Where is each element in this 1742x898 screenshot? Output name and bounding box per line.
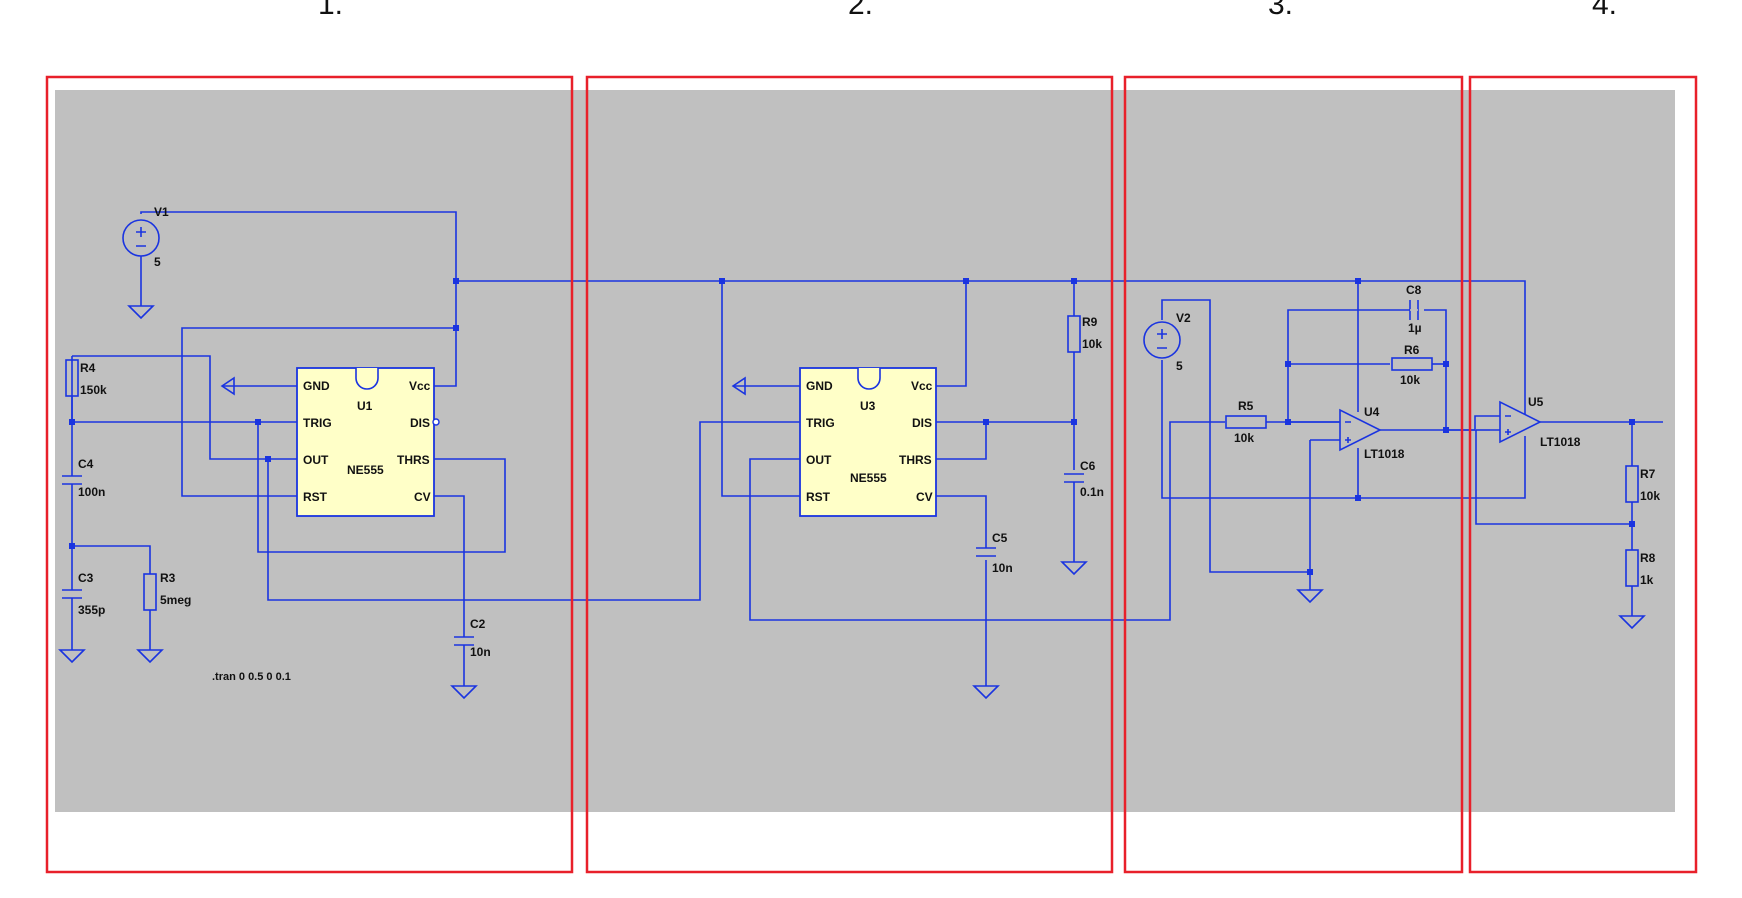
resistor-r3[interactable]: R3 5meg	[136, 571, 191, 664]
c3-name: C3	[78, 571, 94, 585]
resistor-r8[interactable]: R8 1k	[1618, 549, 1656, 630]
opamp-u4[interactable]: U4 LT1018	[1339, 405, 1405, 461]
u3-pin-vcc: Vcc	[911, 379, 933, 393]
u1-pin-dis: DIS	[410, 416, 430, 430]
ic-u3-ne555[interactable]: GND Vcc TRIG DIS OUT THRS RST CV U3 NE55…	[799, 367, 937, 517]
u4-name: U4	[1364, 405, 1380, 419]
r3-value: 5meg	[160, 593, 191, 607]
r5-value: 10k	[1234, 431, 1254, 445]
resistor-r5[interactable]: R5 10k	[1225, 399, 1267, 445]
junctions	[69, 278, 1635, 575]
u3-part: NE555	[850, 471, 887, 485]
spice-directive[interactable]: .tran 0 0.5 0 0.1	[212, 671, 291, 683]
capacitor-c5[interactable]: C5 10n	[972, 531, 1013, 700]
resistor-r4[interactable]: R4 150k	[65, 359, 107, 422]
u1-pin-thrs: THRS	[397, 453, 430, 467]
c3-value: 355p	[78, 603, 105, 617]
r8-value: 1k	[1640, 573, 1654, 587]
ground-v2	[1296, 589, 1324, 604]
capacitor-c3[interactable]: C3 355p	[58, 571, 105, 664]
c5-name: C5	[992, 531, 1008, 545]
c6-value: 0.1n	[1080, 485, 1104, 499]
u1-pin-vcc: Vcc	[409, 379, 431, 393]
c4-value: 100n	[78, 485, 105, 499]
c2-name: C2	[470, 617, 486, 631]
u5-part: LT1018	[1540, 435, 1581, 449]
u5-name: U5	[1528, 395, 1544, 409]
u3-pin-gnd: GND	[806, 379, 833, 393]
c5-value: 10n	[992, 561, 1013, 575]
u3-pin-out: OUT	[806, 453, 832, 467]
r9-name: R9	[1082, 315, 1098, 329]
section-label-4: 4.	[1592, 0, 1617, 21]
c2-value: 10n	[470, 645, 491, 659]
u1-name: U1	[357, 399, 373, 413]
capacitor-c6[interactable]: C6 0.1n	[1060, 459, 1104, 576]
v2-name: V2	[1176, 311, 1191, 325]
section-frame-3	[1123, 75, 1464, 874]
section-label-3: 3.	[1268, 0, 1293, 21]
ic-u1-ne555[interactable]: GND Vcc TRIG DIS OUT THRS RST CV U1 NE55…	[296, 367, 440, 517]
u3-pin-thrs: THRS	[899, 453, 932, 467]
r8-name: R8	[1640, 551, 1656, 565]
u1-pin-cv: CV	[414, 490, 431, 504]
u3-pin-rst: RST	[806, 490, 831, 504]
r9-value: 10k	[1082, 337, 1102, 351]
u1-pin-out: OUT	[303, 453, 329, 467]
section-label-2: 2.	[848, 0, 873, 21]
u1-pin-trig: TRIG	[303, 416, 332, 430]
v2-value: 5	[1176, 359, 1183, 373]
resistor-r9[interactable]: R9 10k	[1067, 315, 1102, 353]
r6-value: 10k	[1400, 373, 1420, 387]
c8-value: 1µ	[1408, 321, 1422, 335]
voltage-source-v1[interactable]: V1 5	[122, 205, 169, 320]
capacitor-c2[interactable]: C2 10n	[450, 617, 491, 700]
u1-pin-gnd: GND	[303, 379, 330, 393]
section-frame-2	[585, 75, 1114, 874]
opamp-u5[interactable]: U5 LT1018	[1490, 395, 1581, 449]
u3-name: U3	[860, 399, 876, 413]
r5-name: R5	[1238, 399, 1254, 413]
voltage-source-v2[interactable]: V2 5	[1143, 311, 1191, 373]
section-label-1: 1.	[318, 0, 343, 21]
r3-name: R3	[160, 571, 176, 585]
r6-name: R6	[1404, 343, 1420, 357]
u4-part: LT1018	[1364, 447, 1405, 461]
c6-name: C6	[1080, 459, 1096, 473]
r4-value: 150k	[80, 383, 107, 397]
resistor-r7[interactable]: R7 10k	[1625, 465, 1660, 503]
section-frame-1	[45, 75, 574, 874]
r4-name: R4	[80, 361, 96, 375]
v1-value: 5	[154, 255, 161, 269]
u3-pin-trig: TRIG	[806, 416, 835, 430]
v1-name: V1	[154, 205, 169, 219]
capacitor-c8[interactable]: C8 1µ	[1406, 283, 1422, 335]
section-frame-4	[1468, 75, 1698, 874]
u3-pin-dis: DIS	[912, 416, 932, 430]
r7-value: 10k	[1640, 489, 1660, 503]
capacitor-c4[interactable]: C4 100n	[62, 457, 105, 499]
r7-name: R7	[1640, 467, 1656, 481]
c4-name: C4	[78, 457, 94, 471]
u1-part: NE555	[347, 463, 384, 477]
u3-pin-cv: CV	[916, 490, 933, 504]
u1-pin-rst: RST	[303, 490, 328, 504]
c8-name: C8	[1406, 283, 1422, 297]
resistor-r6[interactable]: R6 10k	[1391, 343, 1433, 387]
